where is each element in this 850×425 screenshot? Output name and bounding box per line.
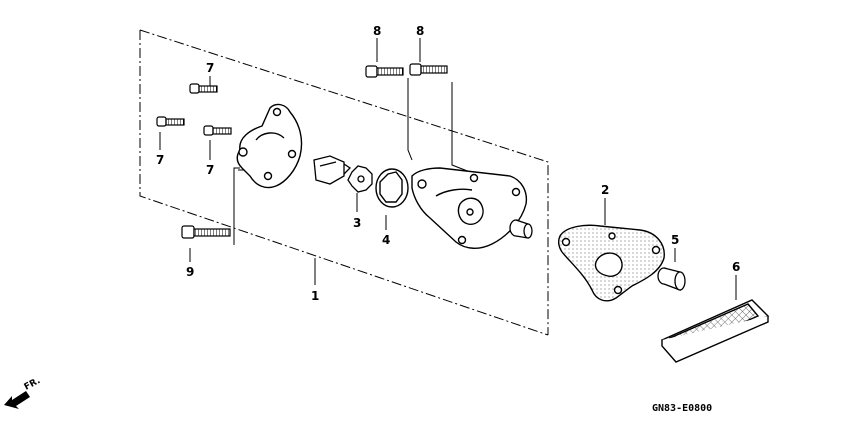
drawing-code: GN83-E0800 xyxy=(652,403,712,414)
callout-labels: 1 2 3 4 5 6 7 7 7 8 8 9 xyxy=(156,24,740,303)
callout-7-top: 7 xyxy=(206,61,214,75)
bolt-7-middle xyxy=(203,125,232,136)
callout-6: 6 xyxy=(732,260,740,274)
callout-7-middle: 7 xyxy=(206,163,214,177)
callout-9: 9 xyxy=(186,265,194,279)
bolt-7-left xyxy=(156,116,185,127)
bolt-7-top xyxy=(189,83,218,94)
callout-3: 3 xyxy=(353,216,361,230)
bolt-8-right xyxy=(409,63,448,76)
pump-shaft xyxy=(313,155,352,185)
bushing xyxy=(509,219,533,239)
callout-8-right: 8 xyxy=(416,24,424,38)
callout-8-left: 8 xyxy=(373,24,381,38)
bolt-9 xyxy=(181,225,231,239)
collar xyxy=(657,267,686,291)
oil-filter-screen xyxy=(660,299,770,363)
callout-7-left: 7 xyxy=(156,153,164,167)
gasket xyxy=(557,224,665,302)
callout-5: 5 xyxy=(671,233,679,247)
assembly-outline xyxy=(139,29,549,336)
callout-4: 4 xyxy=(382,233,390,247)
direction-label: FR. xyxy=(23,376,42,393)
bolt-8-left xyxy=(365,65,404,78)
outer-rotor xyxy=(375,168,409,208)
front-direction-arrow: FR. xyxy=(4,376,42,409)
pump-cover xyxy=(236,103,303,189)
callout-2: 2 xyxy=(601,183,609,197)
pump-body xyxy=(411,167,528,249)
arrow-icon xyxy=(4,391,30,409)
inner-rotor xyxy=(347,165,373,193)
callout-1: 1 xyxy=(311,289,319,303)
